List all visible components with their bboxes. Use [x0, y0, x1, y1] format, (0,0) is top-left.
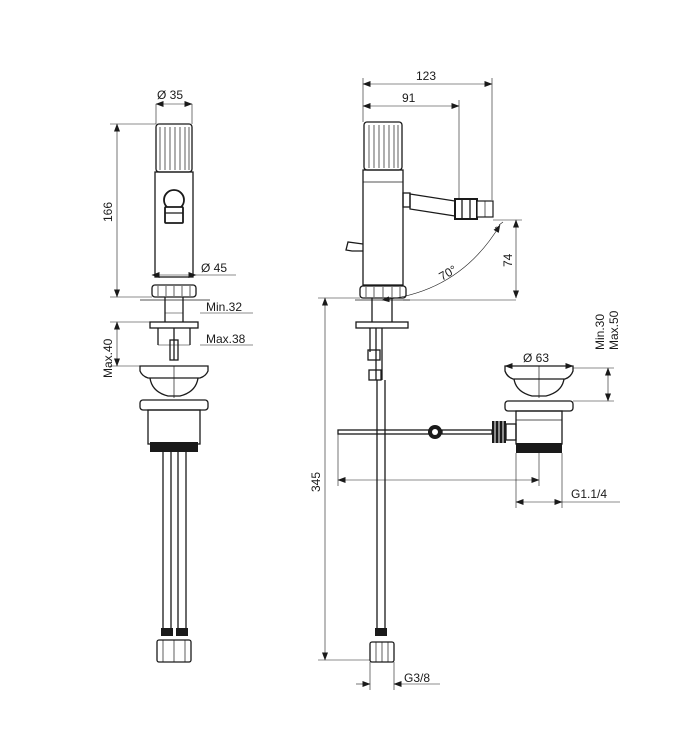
front-base-ring [151, 284, 197, 298]
dim-front-min-deck: Min.32 [206, 300, 242, 314]
dim-side-spout-angle: 70° [437, 262, 460, 283]
dim-front-height: 166 [101, 202, 115, 222]
dim-waste-plug-diameter: Ø 63 [523, 351, 549, 365]
front-body [154, 171, 194, 278]
front-waste-assembly [139, 365, 209, 452]
dim-front-max-waste: Max.40 [101, 338, 115, 378]
front-view: Ø 35 166 Ø 45 Min.32 Max.38 Max.40 [101, 88, 253, 663]
side-popup-lever [345, 241, 364, 252]
side-view: 123 91 70° 74 345 G3/8 [309, 69, 522, 690]
dim-side-spout-height: 74 [501, 253, 515, 267]
side-spout [402, 192, 494, 220]
dim-waste-min-basin: Min.30 [593, 314, 607, 350]
waste-view: Ø 63 Min.30 Max.50 G1.1/4 [337, 310, 621, 508]
front-supply-hoses [156, 452, 192, 663]
dim-side-total-height: 345 [309, 472, 323, 492]
side-base-ring [359, 285, 407, 299]
dim-side-total-width: 123 [416, 69, 436, 83]
side-handle-cap [363, 121, 403, 171]
popup-rod [337, 421, 517, 443]
dim-waste-max-basin: Max.50 [607, 310, 621, 350]
dim-waste-thread: G1.1/4 [571, 487, 607, 501]
front-handle-cap [155, 123, 193, 173]
dim-side-supply-thread: G3/8 [404, 671, 430, 685]
side-body [362, 169, 404, 286]
dim-front-body-diameter: Ø 35 [157, 88, 183, 102]
front-spout-outlet [163, 189, 185, 224]
dim-front-max-deck: Max.38 [206, 332, 246, 346]
waste-body [504, 365, 574, 453]
side-supply-hose [369, 380, 395, 663]
dim-front-base-diameter: Ø 45 [201, 261, 227, 275]
dim-side-spout-width: 91 [402, 91, 416, 105]
